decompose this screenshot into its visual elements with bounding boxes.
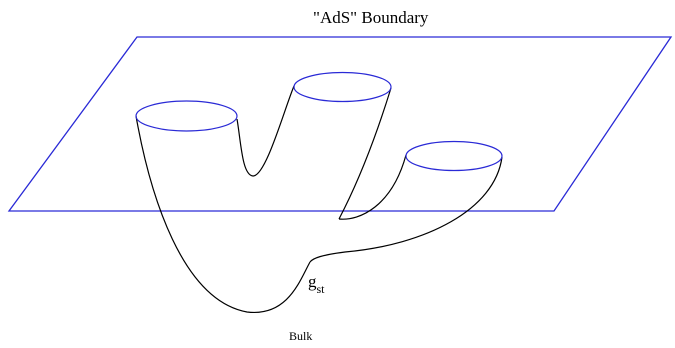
- surface-outer-right-wall: [309, 156, 503, 263]
- genus-symbol: g: [308, 272, 317, 291]
- genus-label: gst: [308, 272, 325, 296]
- boundary-plane: [7, 36, 673, 212]
- genus-subscript: st: [317, 282, 326, 296]
- surface-middle-right-wall: [338, 87, 392, 220]
- surface-left-valley: [236, 85, 295, 177]
- bulk-surface: [135, 85, 503, 313]
- bulk-label: Bulk: [289, 329, 312, 343]
- tube-opening-right: [405, 140, 503, 172]
- surface-outer-left-wall: [135, 115, 311, 313]
- boundary-label: "AdS" Boundary: [313, 8, 429, 27]
- tube-opening-middle: [293, 71, 392, 103]
- tube-opening-left: [135, 100, 238, 132]
- surface-inner-crease: [338, 154, 407, 220]
